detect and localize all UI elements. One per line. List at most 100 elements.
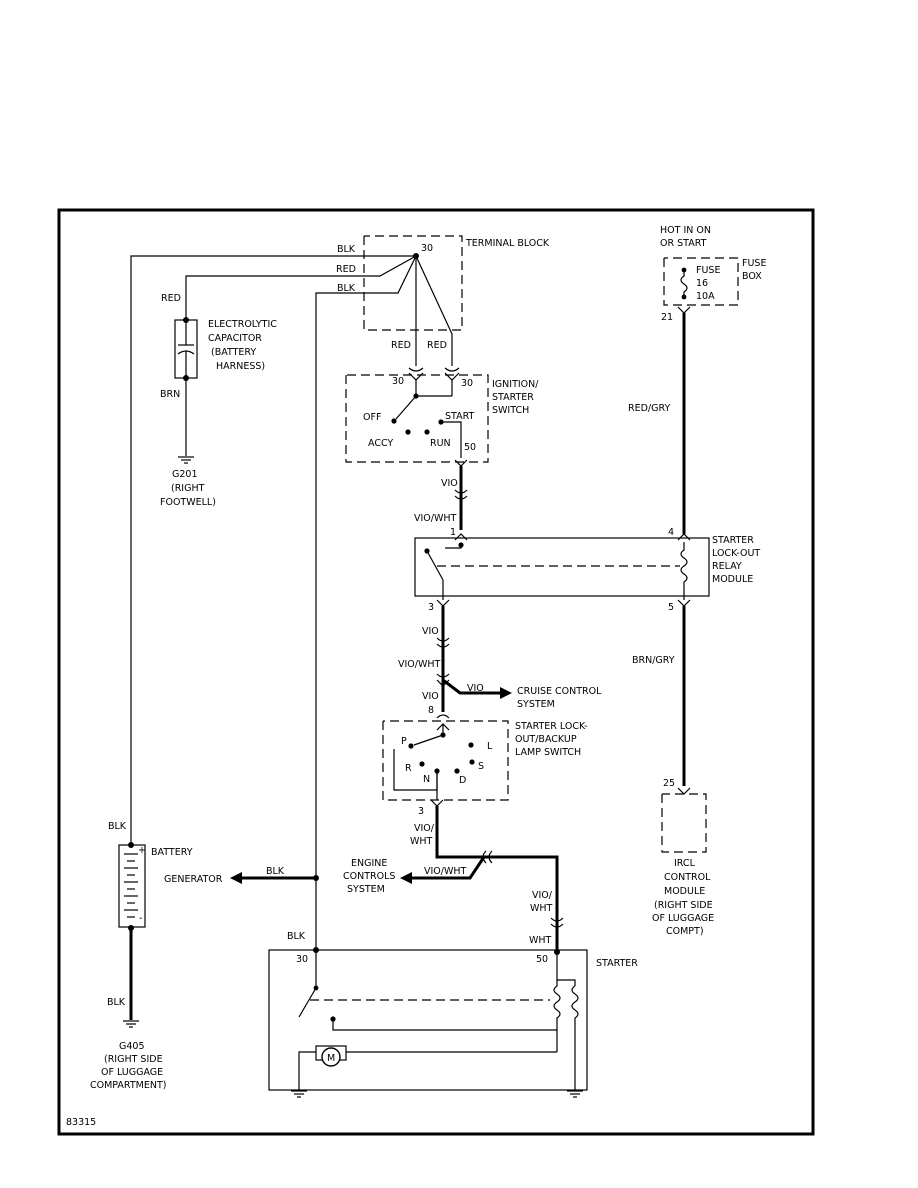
lockout-label-1: STARTER LOCK- (515, 721, 588, 732)
ircl-pin-25: 25 (663, 778, 675, 789)
wire-label-red-ign-1: RED (391, 340, 411, 351)
relay-label-3: RELAY (712, 561, 742, 572)
ircl-label-6: COMPT) (666, 926, 704, 937)
gear-n: N (423, 774, 430, 785)
wire-blk-starter: BLK BLK (287, 255, 417, 950)
fuse-box-label-2: BOX (742, 271, 762, 282)
g405-label-4: COMPARTMENT) (90, 1080, 166, 1091)
fuse-box-label-1: FUSE (742, 258, 766, 269)
wire-vio-ignition-relay: VIO VIO/WHT 1 (414, 466, 468, 541)
wire-blk-battery: BLK BLK (108, 244, 416, 845)
wire-label-vio-1: VIO (441, 478, 458, 489)
ign-pos-accy: ACCY (368, 438, 393, 449)
ircl-label-1: IRCL (674, 858, 696, 869)
g201-label-1: G201 (172, 469, 198, 480)
wire-label-red-gry: RED/GRY (628, 403, 670, 414)
wire-label-red-capacitor: RED (161, 293, 181, 304)
generator-branch: BLK GENERATOR (164, 866, 319, 885)
ground-g405: BLK G405 (RIGHT SIDE OF LUGGAGE COMPARTM… (90, 928, 166, 1091)
ircl-label-5: OF LUGGAGE (652, 913, 714, 924)
lockout-pin-8: 8 (428, 705, 434, 716)
ignition-starter-switch: IGNITION/ STARTER SWITCH 30 30 OFF START… (345, 367, 539, 467)
cruise-label-2: SYSTEM (517, 699, 555, 710)
wire-brn-gry: BRN/GRY 25 (632, 606, 691, 795)
ign-pin-30-b: 30 (461, 378, 473, 389)
relay-pin-5: 5 (668, 602, 674, 613)
diagram-frame (57, 208, 815, 1136)
lockout-pin-3: 3 (418, 806, 424, 817)
wire-red-ignition: RED RED (391, 255, 453, 366)
relay-pin-4: 4 (668, 527, 674, 538)
ign-label-2: STARTER (492, 392, 534, 403)
ground-g201: BRN G201 (RIGHT FOOTWELL) (160, 378, 216, 508)
wire-label-vio-wht-2: VIO/WHT (398, 659, 441, 670)
battery: + - BATTERY (118, 842, 193, 931)
fuse-pin-21: 21 (661, 312, 673, 323)
engine-controls-branch: VIO/WHT ENGINE CONTROLS SYSTEM (343, 856, 486, 895)
terminal-block-pin-30: 30 (421, 243, 433, 254)
generator-label: GENERATOR (164, 874, 223, 885)
wire-label-blk-top: BLK (337, 244, 356, 255)
wire-label-red-top: RED (336, 264, 356, 275)
ign-pos-start: START (445, 411, 475, 422)
ircl-label-4: (RIGHT SIDE (654, 900, 713, 911)
wire-vio-relay-lockout: VIO VIO/WHT VIO 8 (398, 606, 450, 719)
starter-pin-30: 30 (296, 954, 308, 965)
capacitor-label-3: (BATTERY (211, 347, 256, 358)
electrolytic-capacitor: ELECTROLYTIC CAPACITOR (BATTERY HARNESS) (174, 317, 277, 381)
capacitor-label-2: CAPACITOR (208, 333, 262, 344)
gear-p: P (401, 736, 407, 747)
motor-symbol: M (327, 1053, 335, 1064)
hot-in-on-label: HOT IN ON (660, 225, 711, 236)
terminal-block: TERMINAL BLOCK 30 (363, 235, 550, 331)
capacitor-label-4: HARNESS) (216, 361, 265, 372)
ign-pos-run: RUN (430, 438, 451, 449)
wire-label-brn-gry: BRN/GRY (632, 655, 675, 666)
starter-label: STARTER (596, 958, 638, 969)
relay-pin-1: 1 (450, 527, 456, 538)
lockout-backup-switch: STARTER LOCK- OUT/BACKUP LAMP SWITCH P L… (382, 720, 588, 817)
ircl-label-3: MODULE (664, 886, 705, 897)
wire-label-vio-split-2: VIO/ (532, 890, 553, 901)
wire-label-vio-wht-1: VIO/WHT (414, 513, 457, 524)
ign-pin-30-a: 30 (392, 376, 404, 387)
starter: STARTER 30 50 M (268, 947, 638, 1098)
gear-d: D (459, 775, 466, 786)
wire-label-blk-mid: BLK (337, 283, 356, 294)
relay-label-1: STARTER (712, 535, 754, 546)
starter-pin-50: 50 (536, 954, 548, 965)
lockout-label-3: LAMP SWITCH (515, 747, 581, 758)
wire-label-vio-split-1: VIO/ (414, 823, 435, 834)
wire-label-red-ign-2: RED (427, 340, 447, 351)
battery-minus: - (139, 913, 142, 924)
ign-label-1: IGNITION/ (492, 379, 539, 390)
g405-label-3: OF LUGGAGE (101, 1067, 163, 1078)
wire-label-blk-ground: BLK (107, 997, 126, 1008)
ign-pin-50: 50 (464, 442, 476, 453)
g201-label-2: (RIGHT (171, 483, 205, 494)
wire-label-blk-generator: BLK (266, 866, 285, 877)
engine-label-2: CONTROLS (343, 871, 395, 882)
fuse-amperage: 10A (696, 291, 715, 302)
relay-label-4: MODULE (712, 574, 753, 585)
wire-label-vio-cruise: VIO (467, 683, 484, 694)
figure-id: 83315 (66, 1117, 96, 1128)
wire-label-brn: BRN (160, 389, 180, 400)
gear-l: L (487, 741, 493, 752)
wire-label-wht-split-2: WHT (530, 903, 553, 914)
fuse-label: FUSE (696, 265, 720, 276)
lockout-label-2: OUT/BACKUP (515, 734, 577, 745)
engine-label-3: SYSTEM (347, 884, 385, 895)
gear-r: R (405, 763, 412, 774)
wire-label-vio-wht-engine: VIO/WHT (424, 866, 467, 877)
wire-label-wht: WHT (529, 935, 552, 946)
wire-label-blk-battery: BLK (108, 821, 127, 832)
capacitor-label-1: ELECTROLYTIC (208, 319, 277, 330)
battery-label: BATTERY (151, 847, 193, 858)
or-start-label: OR START (660, 238, 707, 249)
wire-red-capacitor: RED RED (161, 255, 417, 320)
wire-label-vio-3: VIO (422, 691, 439, 702)
g405-label-2: (RIGHT SIDE (104, 1054, 163, 1065)
cruise-control-branch: VIO CRUISE CONTROL SYSTEM (442, 678, 602, 710)
